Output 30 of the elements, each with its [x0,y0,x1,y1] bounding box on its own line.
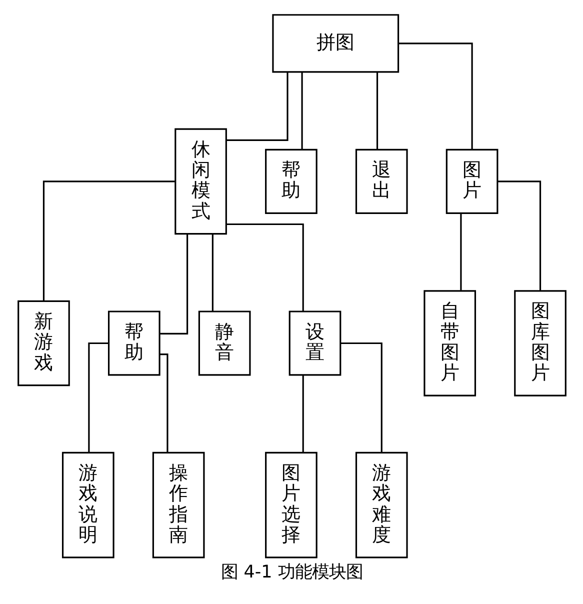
caption: 图 4-1 功能模块图 [220,562,362,583]
node-box: 操作指南 [152,452,204,558]
connector [376,72,378,150]
connector [226,72,288,141]
node-box: 游戏难度 [354,452,408,558]
node-box: 游戏说明 [61,452,114,558]
node-box: 图库图片 [514,290,566,396]
node-box: 帮助 [264,148,317,214]
node-box: 静音 [198,310,250,376]
node-box: 图片 [445,148,498,214]
connector [340,342,382,453]
connector [300,72,302,150]
connector [226,223,304,312]
node-box: 自带图片 [423,290,476,396]
connector [460,213,462,290]
connector [159,354,168,452]
connector [42,180,174,302]
node-box: 休闲模式 [174,128,226,235]
connector [88,342,108,453]
connector [496,180,541,291]
node-box: 帮助 [107,310,160,376]
node-box: 图片选择 [264,452,317,558]
node-box: 设置 [288,310,341,376]
connector [160,234,188,335]
connector [302,375,304,452]
node-box: 退出 [354,148,408,214]
connector [211,234,213,312]
node-box: 新游戏 [17,300,70,386]
connector [398,42,472,150]
node-box: 拼图 [272,14,399,73]
